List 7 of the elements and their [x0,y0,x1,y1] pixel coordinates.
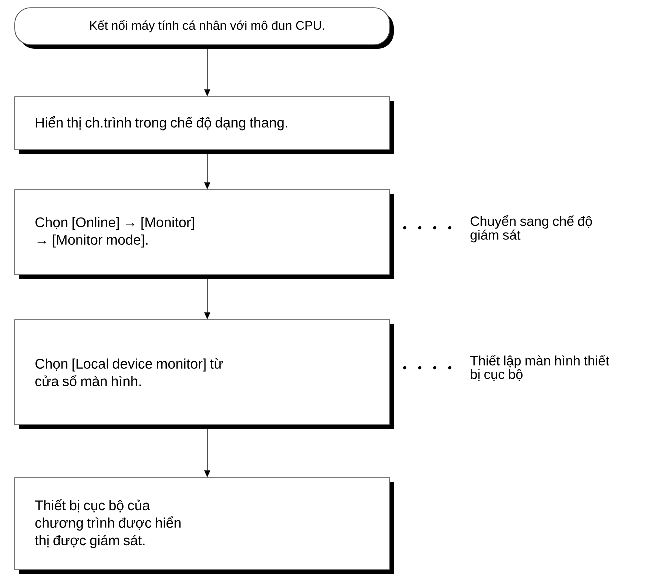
process-box: Hiển thị ch.trình trong chế độ dạng thang. [14,96,394,154]
side-note: Chuyển sang chế độ giám sát [470,215,592,243]
process-box: Thiết bị cục bộ của chương trình được hiển thị được giám sát. [14,478,394,574]
side-note: Thiết lập màn hình thiết bị cục bộ [470,355,610,382]
process-box: Chọn [Online] → [Monitor] → [Monitor mode]. [14,190,394,279]
process-box: Chọn [Local device monitor] từ cửa sổ màn hình. [14,320,394,429]
terminal-box: Kết nối máy tính cá nhân với mô đun CPU. [14,8,394,49]
